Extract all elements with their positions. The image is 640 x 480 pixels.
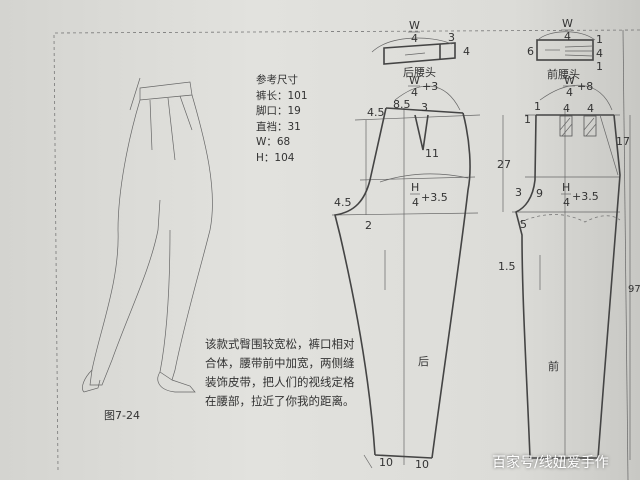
back-piece-label: 后 — [418, 355, 429, 368]
left-dashed-border — [53, 34, 59, 471]
back-measure-3: 3 — [421, 101, 428, 114]
back-measure-4-5-crotch: 4.5 — [334, 196, 352, 209]
reference-sizes: 参考尺寸 裤长：101 脚口：19 直裆：31 W：68 H：104 — [256, 73, 308, 166]
reference-hem: 脚口：19 — [256, 105, 301, 117]
back-measure-2: 2 — [365, 219, 372, 232]
back-hip-den: 4 — [412, 196, 419, 209]
reference-waist: W：68 — [256, 136, 291, 148]
page-edge — [622, 29, 629, 480]
front-pattern-piece: W 4 +8 H 4 +3.5 1 1 4 4 17 27 3 9 5 1.5 … — [497, 74, 640, 465]
reference-rise: 直裆：31 — [256, 120, 301, 133]
front-measure-1-5: 1.5 — [498, 260, 516, 273]
front-waistband-r3: 1 — [596, 60, 603, 73]
front-measure-17: 17 — [616, 135, 630, 148]
back-waist-w: W — [409, 74, 420, 87]
front-measure-1-top: 1 — [534, 100, 541, 113]
front-waistband: W 4 6 1 4 1 前腰头 — [527, 17, 603, 81]
front-waistband-den: 4 — [564, 30, 571, 43]
front-measure-97: 97 — [628, 284, 640, 295]
front-waistband-label: 前腰头 — [547, 67, 580, 81]
front-waist-den: 4 — [566, 86, 573, 99]
reference-hip: H：104 — [256, 151, 295, 164]
front-hip-den: 4 — [563, 196, 570, 209]
back-measure-8-5: 8.5 — [393, 98, 411, 111]
front-waistband-w: W — [562, 17, 573, 30]
back-waistband-den: 4 — [411, 32, 418, 45]
top-dashed-border — [54, 29, 640, 34]
back-dart-11: 11 — [425, 147, 439, 160]
front-measure-9: 9 — [536, 187, 543, 200]
front-measure-5: 5 — [520, 218, 527, 231]
back-waist-add: +3 — [422, 80, 438, 93]
back-waistband-label: 后腰头 — [403, 66, 436, 79]
back-waistband-width: 4 — [463, 45, 470, 58]
back-pattern-piece: W 4 +3 H 4 +3.5 4.5 8.5 3 11 4.5 2 后 10 … — [331, 74, 481, 471]
front-piece-label: 前 — [548, 359, 559, 373]
front-waistband-left: 6 — [527, 45, 534, 58]
back-hip-h: H — [411, 181, 419, 194]
pants-illustration — [82, 77, 213, 393]
front-measure-3: 3 — [515, 186, 522, 199]
description-text: 该款式臀围较宽松，裤口相对合体，腰带前中加宽，两侧缝装饰皮带，把人们的视线定格在… — [205, 337, 355, 408]
back-hem-right: 10 — [415, 458, 429, 471]
front-pleat-1: 4 — [563, 102, 570, 115]
front-hip-h: H — [562, 181, 570, 194]
front-rise-27: 27 — [497, 158, 511, 171]
front-hip-add: +3.5 — [572, 190, 599, 203]
back-waistband-w: W — [409, 19, 420, 32]
front-measure-1-left: 1 — [524, 113, 531, 126]
front-waistband-r1: 1 — [596, 33, 603, 46]
reference-length: 裤长：101 — [256, 89, 308, 102]
front-pleat-2: 4 — [587, 102, 594, 115]
back-hip-add: +3.5 — [421, 191, 448, 204]
back-waistband: W 4 3 4 后腰头 — [371, 19, 470, 79]
back-hem-left: 10 — [379, 456, 393, 469]
front-waist-w: W — [564, 74, 575, 87]
reference-title: 参考尺寸 — [256, 74, 298, 86]
watermark: 百家号/线妞爱手作 — [492, 455, 609, 471]
front-waist-add: +8 — [577, 80, 593, 93]
front-waistband-r2: 4 — [596, 47, 603, 60]
back-measure-4-5-top: 4.5 — [367, 106, 385, 119]
back-waist-den: 4 — [411, 86, 418, 99]
figure-label: 图7-24 — [104, 409, 140, 422]
back-waistband-len: 3 — [448, 31, 455, 44]
